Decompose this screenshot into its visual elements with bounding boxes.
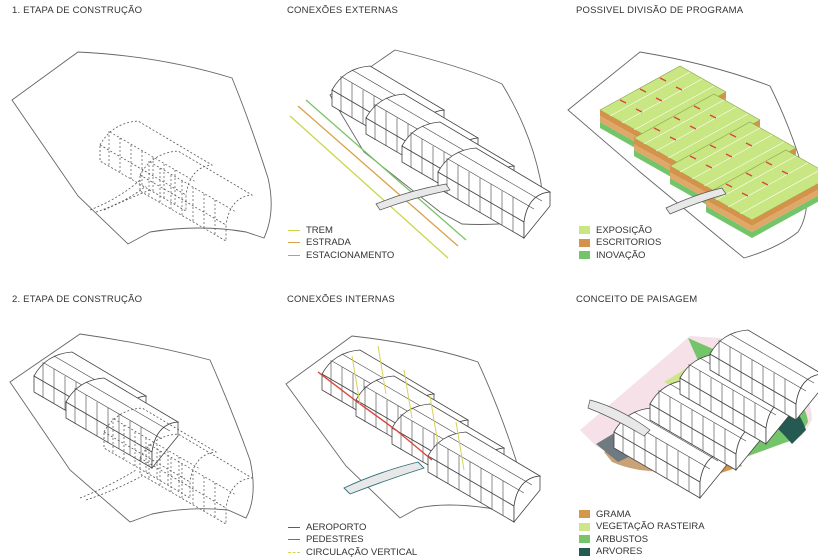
- site-plan-conexoes-internas: [285, 335, 541, 523]
- legend-item: ARVORES: [579, 546, 705, 559]
- panel-title-conceito-paisagem: CONCEITO DE PAISAGEM: [576, 294, 698, 305]
- legend-item: CIRCULAÇÃO VERTICAL: [288, 546, 417, 559]
- legend-swatch: [288, 229, 300, 231]
- legend-swatch: [288, 539, 300, 541]
- legend-swatch: [288, 242, 300, 244]
- legend-label: ARVORES: [596, 546, 643, 558]
- legend-item: ESTRADA: [288, 237, 394, 250]
- legend-conexoes-internas: AEROPORTO PEDESTRES CIRCULAÇÃO VERTICAL: [288, 521, 417, 559]
- legend-swatch: [579, 251, 590, 260]
- legend-swatch: [288, 526, 300, 528]
- legend-divisao-programa: EXPOSIÇÃO ESCRITORIOS INOVAÇÃO: [579, 224, 661, 262]
- legend-item: PEDESTRES: [288, 534, 417, 547]
- legend-item: AEROPORTO: [288, 521, 417, 534]
- site-plan-conceito-paisagem: [580, 329, 818, 499]
- legend-label: ESTRADA: [306, 237, 351, 249]
- panel-title-etapa-2: 2. ETAPA DE CONSTRUÇÃO: [12, 294, 143, 305]
- legend-label: PEDESTRES: [306, 534, 364, 546]
- legend-swatch: [579, 522, 590, 531]
- legend-label: ESCRITORIOS: [596, 237, 662, 249]
- legend-label: CIRCULAÇÃO VERTICAL: [306, 546, 418, 558]
- legend-swatch: [579, 226, 590, 235]
- legend-label: TREM: [306, 224, 333, 236]
- legend-swatch: [579, 510, 590, 519]
- legend-item: VEGETAÇÃO RASTEIRA: [579, 521, 705, 534]
- legend-item: ESCRITORIOS: [579, 237, 661, 250]
- legend-item: EXPOSIÇÃO: [579, 224, 661, 237]
- site-plan-divisao-programa: [567, 51, 818, 259]
- site-plan-etapa-2: [9, 333, 254, 525]
- legend-label: ESTACIONAMENTO: [306, 249, 395, 261]
- legend-label: AEROPORTO: [306, 521, 367, 533]
- legend-swatch: [579, 238, 590, 247]
- panel-title-conexoes-internas: CONEXÕES INTERNAS: [287, 294, 395, 305]
- legend-swatch: [579, 535, 590, 544]
- panel-title-divisao-programa: POSSIVEL DIVISÃO DE PROGRAMA: [576, 5, 744, 16]
- legend-label: EXPOSIÇÃO: [596, 224, 652, 236]
- panel-title-conexoes-externas: CONEXÕES EXTERNAS: [287, 5, 399, 16]
- legend-swatch: [288, 254, 300, 256]
- legend-label: GRAMA: [596, 508, 631, 520]
- legend-item: ESTACIONAMENTO: [288, 249, 394, 262]
- legend-item: GRAMA: [579, 508, 705, 521]
- site-plan-etapa-1: [11, 51, 272, 245]
- legend-label: INOVAÇÃO: [596, 249, 646, 261]
- legend-item: INOVAÇÃO: [579, 249, 661, 262]
- legend-conexoes-externas: TREM ESTRADA ESTACIONAMENTO: [288, 224, 394, 262]
- legend-label: VEGETAÇÃO RASTEIRA: [596, 521, 705, 533]
- site-plan-conexoes-externas: [289, 49, 551, 259]
- legend-swatch: [579, 547, 590, 556]
- legend-item: ARBUSTOS: [579, 533, 705, 546]
- panel-title-etapa-1: 1. ETAPA DE CONSTRUÇÃO: [12, 5, 143, 16]
- legend-label: ARBUSTOS: [596, 533, 649, 545]
- legend-swatch: [288, 551, 300, 553]
- legend-conceito-paisagem: GRAMA VEGETAÇÃO RASTEIRA ARBUSTOS ARVORE…: [579, 508, 705, 558]
- legend-item: TREM: [288, 224, 394, 237]
